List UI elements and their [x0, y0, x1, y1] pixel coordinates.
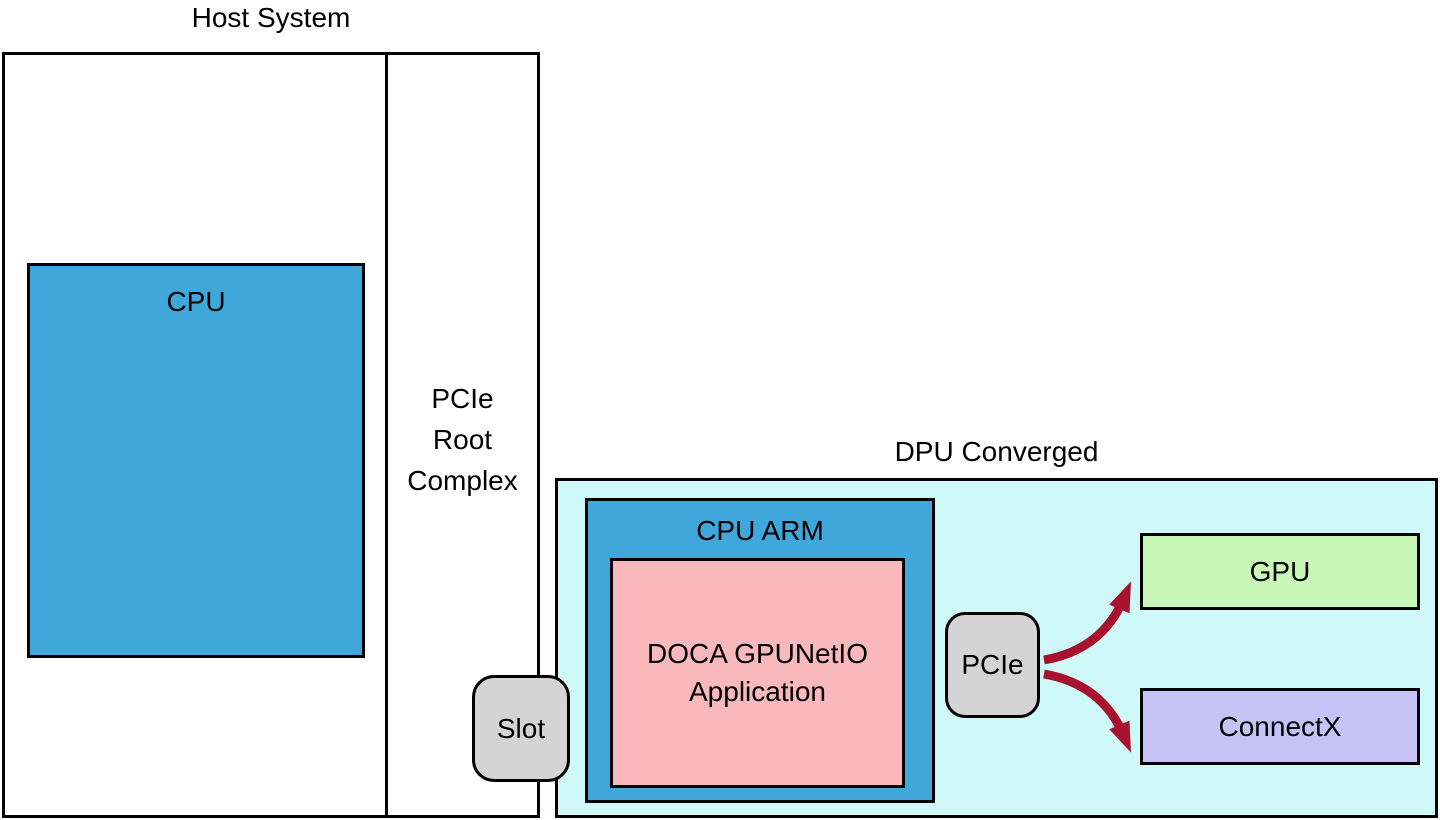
connectx-label: ConnectX: [1218, 710, 1342, 742]
doca-app-line-2: Application: [689, 676, 826, 707]
pcie-root-line-2: Root: [432, 424, 493, 455]
pcie-connector-box: PCIe: [945, 612, 1040, 718]
cpu-arm-label: CPU ARM: [696, 515, 824, 546]
pcie-connector-label: PCIe: [961, 649, 1024, 680]
connectx-box: ConnectX: [1140, 688, 1420, 765]
gpu-box: GPU: [1140, 533, 1420, 610]
cpu-box: CPU: [27, 263, 365, 658]
cpu-label: CPU: [166, 286, 226, 317]
gpu-label: GPU: [1249, 555, 1311, 587]
pcie-root-line-1: PCIe: [431, 383, 494, 414]
doca-app-line-1: DOCA GPUNetIO: [647, 638, 868, 669]
slot-connector-box: Slot: [472, 675, 570, 782]
host-divider-line: [385, 52, 388, 818]
pcie-root-line-3: Complex: [407, 465, 518, 496]
pcie-root-complex-label: PCIe Root Complex: [385, 378, 540, 501]
doca-gpunetio-application-box: DOCA GPUNetIO Application: [610, 558, 905, 788]
host-system-title: Host System: [191, 2, 351, 33]
dpu-converged-title: DPU Converged: [894, 436, 1099, 467]
slot-label: Slot: [496, 712, 546, 744]
